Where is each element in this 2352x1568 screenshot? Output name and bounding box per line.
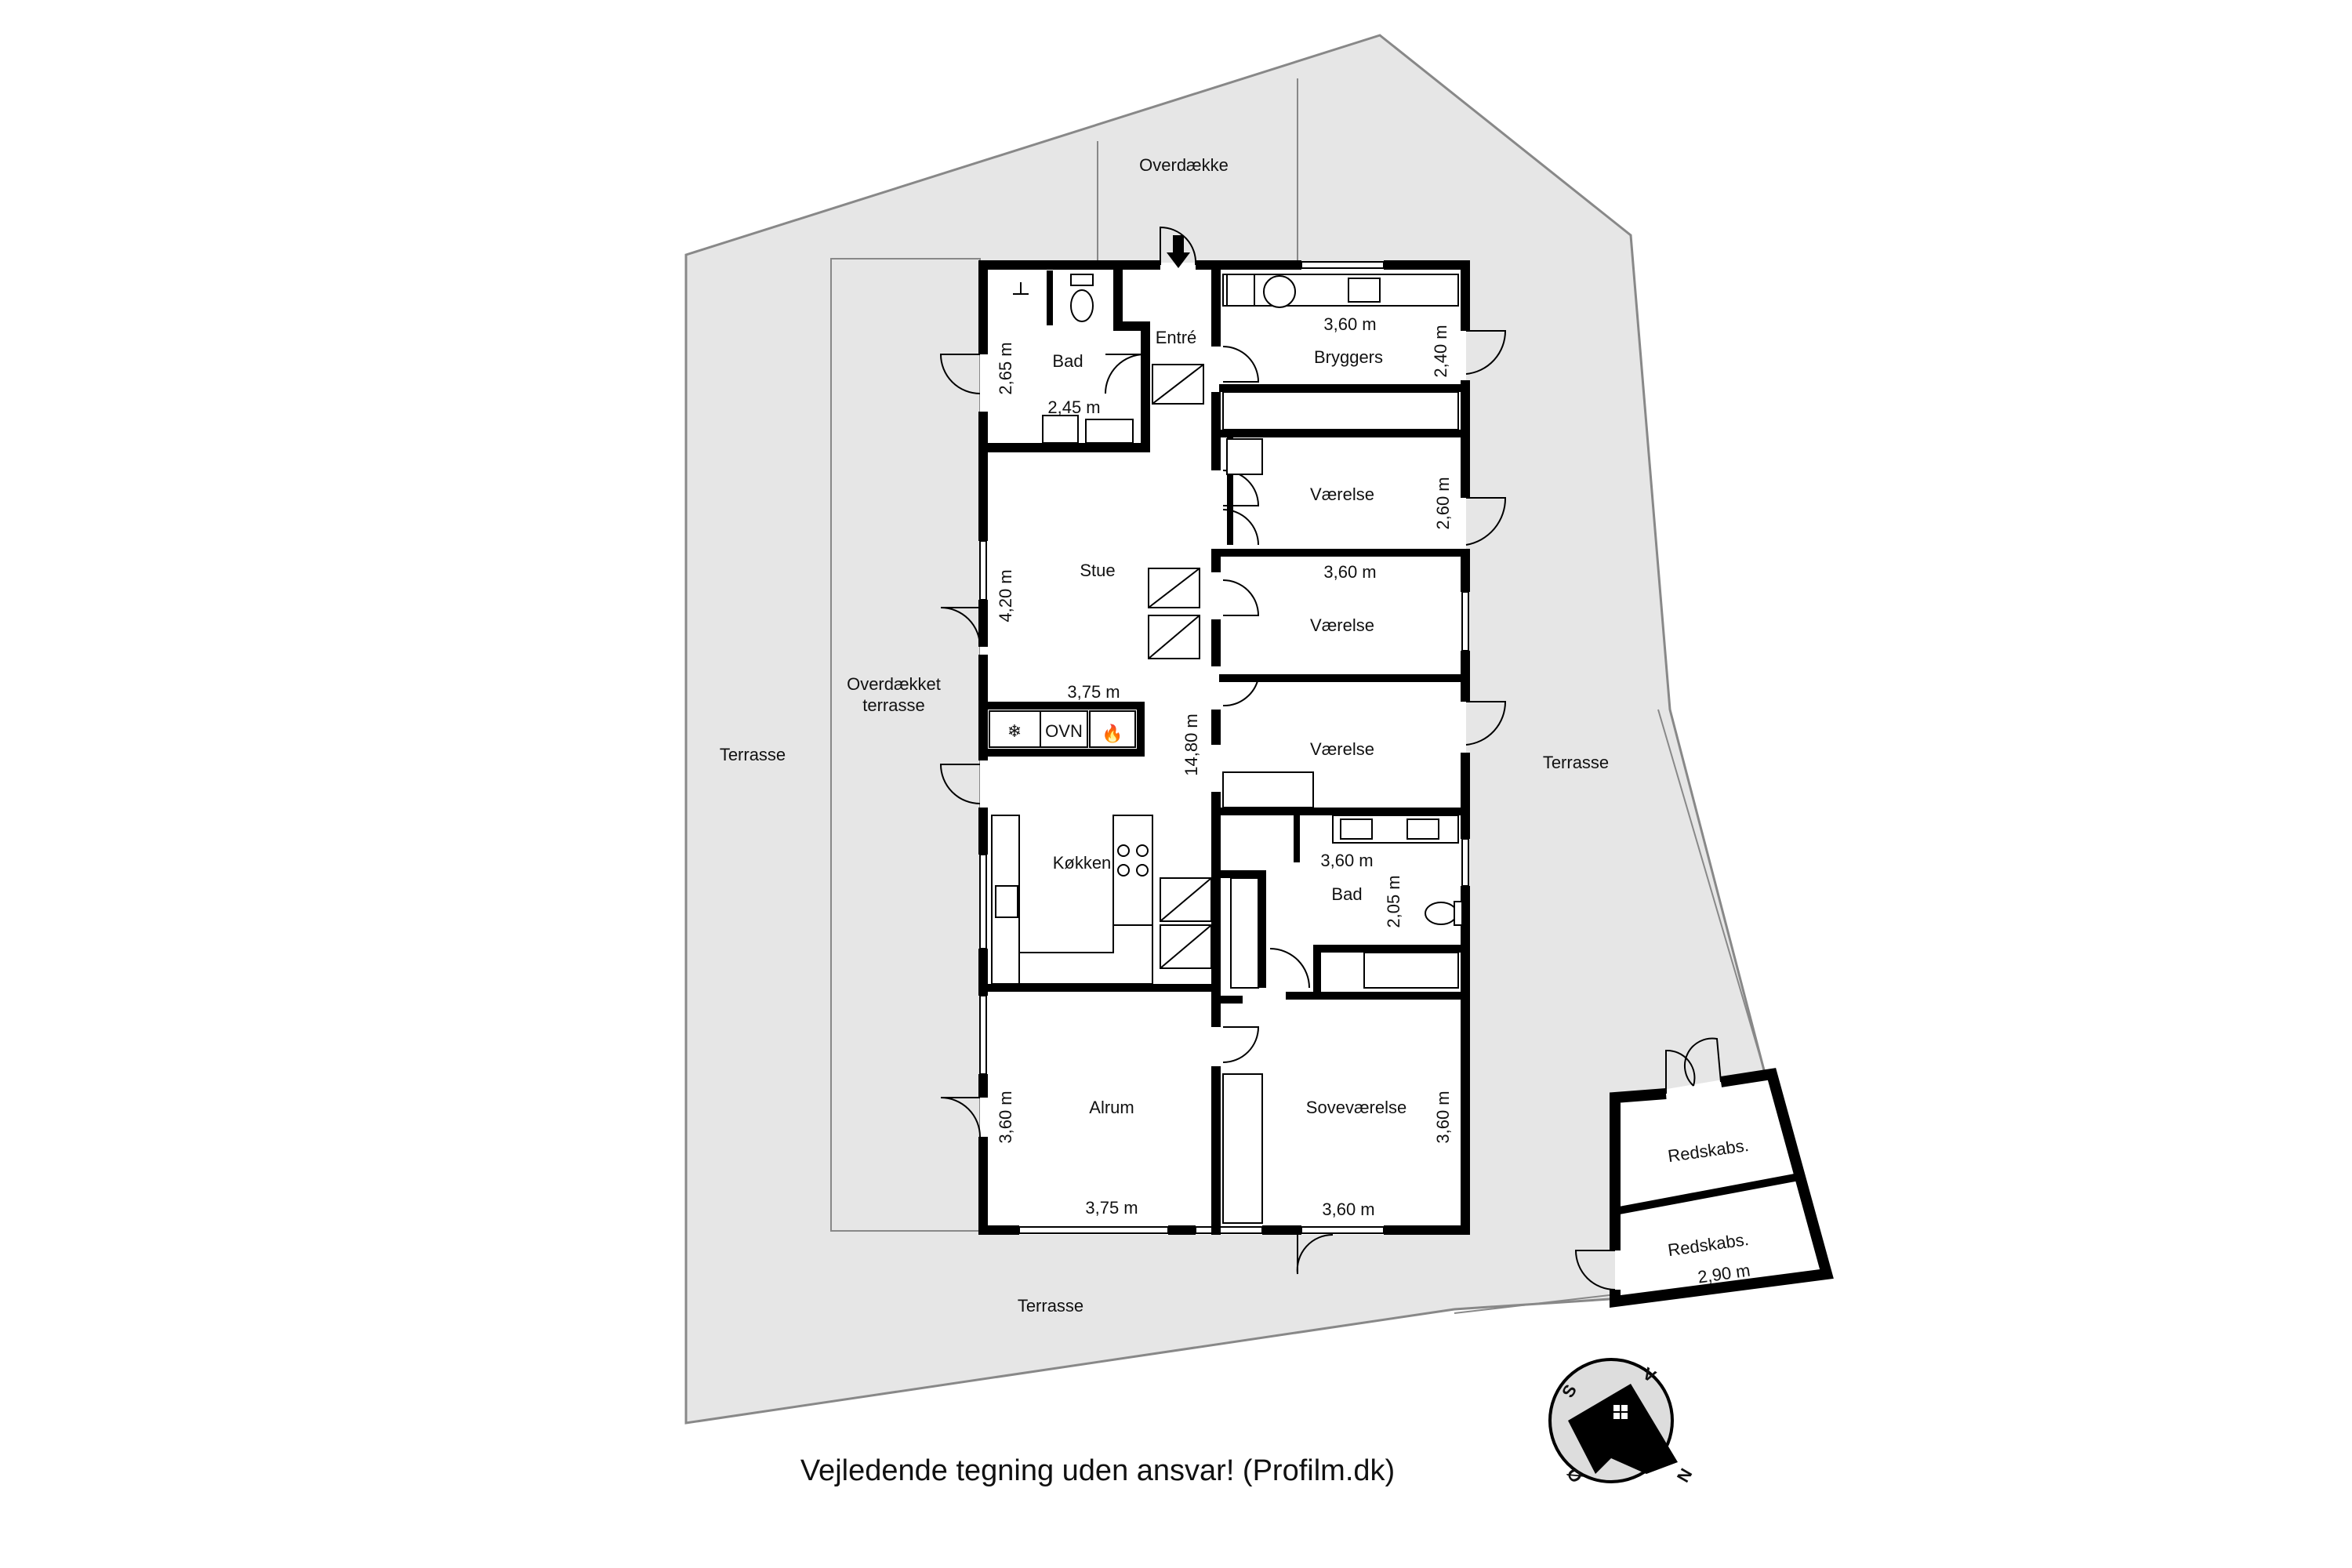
room-vaerelse-2: Værelse [1310,615,1374,635]
dim-vaerelse1-height: 2,60 m [1433,477,1453,529]
room-overdaekke: Overdække [1139,155,1229,175]
dim-stue-height: 4,20 m [996,569,1015,622]
sink-icon [995,885,1018,918]
room-sovevaerelse: Soveværelse [1306,1098,1406,1117]
sink-icon [1348,278,1381,303]
room-overdaekket-terrasse-2: terrasse [862,695,924,715]
windows [979,261,1469,1234]
room-vaerelse-3: Værelse [1310,739,1374,759]
oven-label: OVN [1045,721,1083,741]
entrance-arrow-icon [1167,235,1190,268]
dim-alrum-width: 3,75 m [1085,1198,1138,1218]
room-bad-top: Bad [1052,351,1083,371]
shed [1574,1037,1834,1308]
covered-terrace-strip [830,258,981,1232]
fixtures [989,274,1463,1224]
compass-house-icon [1568,1384,1678,1474]
room-terrasse-left: Terrasse [720,745,786,764]
snowflake-icon: ❄ [1007,721,1022,741]
toilet-icon [1070,289,1094,322]
dim-stue-width: 3,75 m [1067,682,1120,702]
compass: S V Ø N [1548,1358,1696,1486]
dim-sove-height: 3,60 m [1433,1091,1453,1143]
room-overdaekket-terrasse-1: Overdækket [847,674,941,694]
dim-bryggers-height: 2,40 m [1431,325,1450,377]
interior-walls [980,260,1470,1235]
sink-icon [1340,818,1373,840]
room-entre: Entré [1156,328,1197,347]
fireplace-icon [1089,710,1136,748]
freezer-icon [989,710,1041,748]
dryer-icon [1263,275,1296,308]
dim-house-length: 14,80 m [1181,713,1201,776]
toilet-icon [1425,902,1457,925]
sink-icon [1042,415,1079,444]
room-stue: Stue [1080,561,1115,580]
dim-alrum-height: 3,60 m [996,1091,1015,1143]
dim-bad-top-width: 2,45 m [1047,397,1100,417]
disclaimer-caption: Vejledende tegning uden ansvar! (Profilm… [800,1454,1396,1487]
room-terrasse-bottom: Terrasse [1018,1296,1083,1316]
room-koekken: Køkken [1053,853,1112,873]
room-bad-mid: Bad [1331,884,1362,904]
skylights [1148,364,1212,969]
room-alrum: Alrum [1089,1098,1134,1117]
dimension-labels: 2,65 m 2,45 m 3,60 m 2,40 m 2,60 m 3,60 … [996,314,1751,1287]
doors [939,226,1507,1275]
washing-machine-icon [1226,274,1255,307]
dim-bryggers-width: 3,60 m [1323,314,1376,334]
dim-bad-mid-height: 2,05 m [1384,875,1403,927]
outer-walls [978,260,1470,1235]
dim-vaerelse2-width: 3,60 m [1323,562,1376,582]
dim-bad-mid-width: 3,60 m [1320,851,1373,870]
room-bryggers: Bryggers [1314,347,1383,367]
dim-sove-width: 3,60 m [1322,1200,1374,1219]
room-vaerelse-1: Værelse [1310,485,1374,504]
fire-icon: 🔥 [1102,724,1123,743]
sink-icon [1406,818,1439,840]
dim-bad-top-height: 2,65 m [996,342,1015,394]
oven-icon [1040,710,1088,748]
room-terrasse-right: Terrasse [1543,753,1609,772]
